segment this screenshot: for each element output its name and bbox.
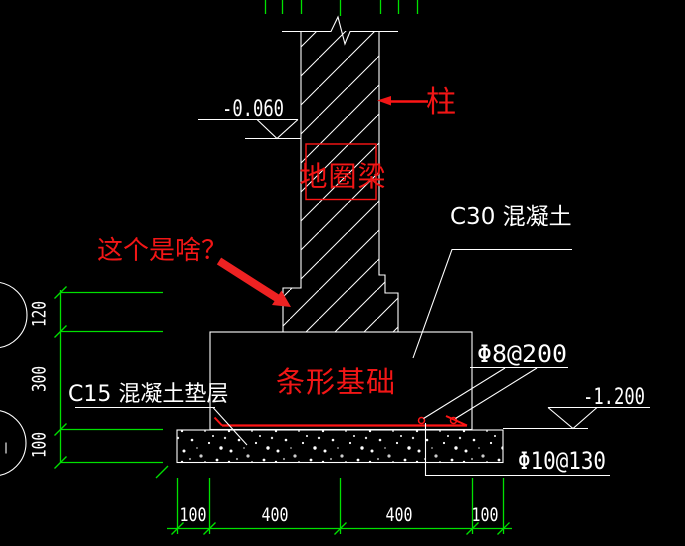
phi8-callout: Φ8@200 bbox=[423, 340, 568, 419]
c30-note: C30 混凝土 bbox=[450, 204, 572, 230]
elevation-bottom-value: -1.200 bbox=[583, 385, 645, 410]
dim-tick bbox=[171, 522, 184, 535]
phi10-note: Φ10@130 bbox=[518, 447, 606, 475]
rebar-bottom-bar bbox=[213, 415, 468, 427]
column-hatch bbox=[283, 31, 398, 332]
dim-tick bbox=[466, 522, 479, 535]
column-callout: 柱 bbox=[377, 85, 456, 120]
dim-tick bbox=[54, 286, 67, 299]
dim-tick bbox=[334, 522, 347, 535]
dim-label-left-100: 100 bbox=[29, 432, 51, 458]
c15-leader bbox=[212, 407, 248, 446]
elevation-marker-bottom: -1.200 bbox=[503, 385, 650, 430]
dim-tick bbox=[155, 465, 169, 479]
axis-bubbles bbox=[0, 281, 28, 476]
grid-ticks-top bbox=[264, 0, 419, 16]
c15-note: C15 混凝土垫层 bbox=[68, 382, 228, 407]
dim-tick bbox=[497, 522, 510, 535]
dim-tick bbox=[203, 522, 216, 535]
column-outline bbox=[282, 31, 399, 332]
dim-label-bottom-400a: 400 bbox=[262, 504, 289, 526]
dim-label-bottom-400b: 400 bbox=[386, 504, 413, 526]
ring-beam-label: 地圈梁 bbox=[299, 160, 386, 193]
phi8-leader bbox=[455, 367, 538, 419]
dimension-left: 120 300 100 bbox=[29, 286, 163, 469]
dim-label-bottom-100a: 100 bbox=[180, 504, 207, 526]
foundation-label: 条形基础 bbox=[276, 365, 396, 399]
phi8-note: Φ8@200 bbox=[477, 340, 567, 368]
question-callout: 这个是啥？ bbox=[97, 236, 291, 307]
dim-tick bbox=[54, 423, 67, 436]
ring-beam-box bbox=[305, 143, 377, 201]
rebar-section-circle bbox=[449, 416, 458, 425]
top-break-line bbox=[282, 15, 398, 46]
dim-tick bbox=[54, 325, 67, 338]
rebar-section-circle bbox=[417, 416, 426, 425]
c30-leader bbox=[412, 248, 572, 359]
phi10-leader bbox=[424, 423, 610, 477]
dim-label-bottom-100b: 100 bbox=[472, 504, 499, 526]
phi10-callout: Φ10@130 bbox=[424, 423, 610, 477]
rebar-hook-left bbox=[213, 416, 223, 427]
cushion-layer bbox=[176, 429, 504, 464]
question-label: 这个是啥？ bbox=[97, 236, 227, 266]
dim-label-left-300: 300 bbox=[29, 366, 51, 392]
column-arrow-head bbox=[377, 96, 391, 106]
question-arrow-shaft bbox=[216, 257, 280, 302]
axis-bubble-top bbox=[0, 281, 28, 349]
axis-bubble-bottom bbox=[0, 410, 27, 476]
question-arrow-head bbox=[272, 290, 291, 307]
dimension-bottom: 100 400 400 100 bbox=[155, 465, 512, 535]
column-label: 柱 bbox=[426, 85, 456, 120]
c15-callout: C15 混凝土垫层 bbox=[68, 382, 248, 446]
phi8-leader bbox=[423, 367, 506, 419]
dim-label-left-120: 120 bbox=[29, 301, 51, 327]
dim-tick bbox=[54, 456, 67, 469]
elevation-marker-top: -0.060 bbox=[198, 97, 301, 140]
elevation-top-value: -0.060 bbox=[222, 97, 284, 122]
